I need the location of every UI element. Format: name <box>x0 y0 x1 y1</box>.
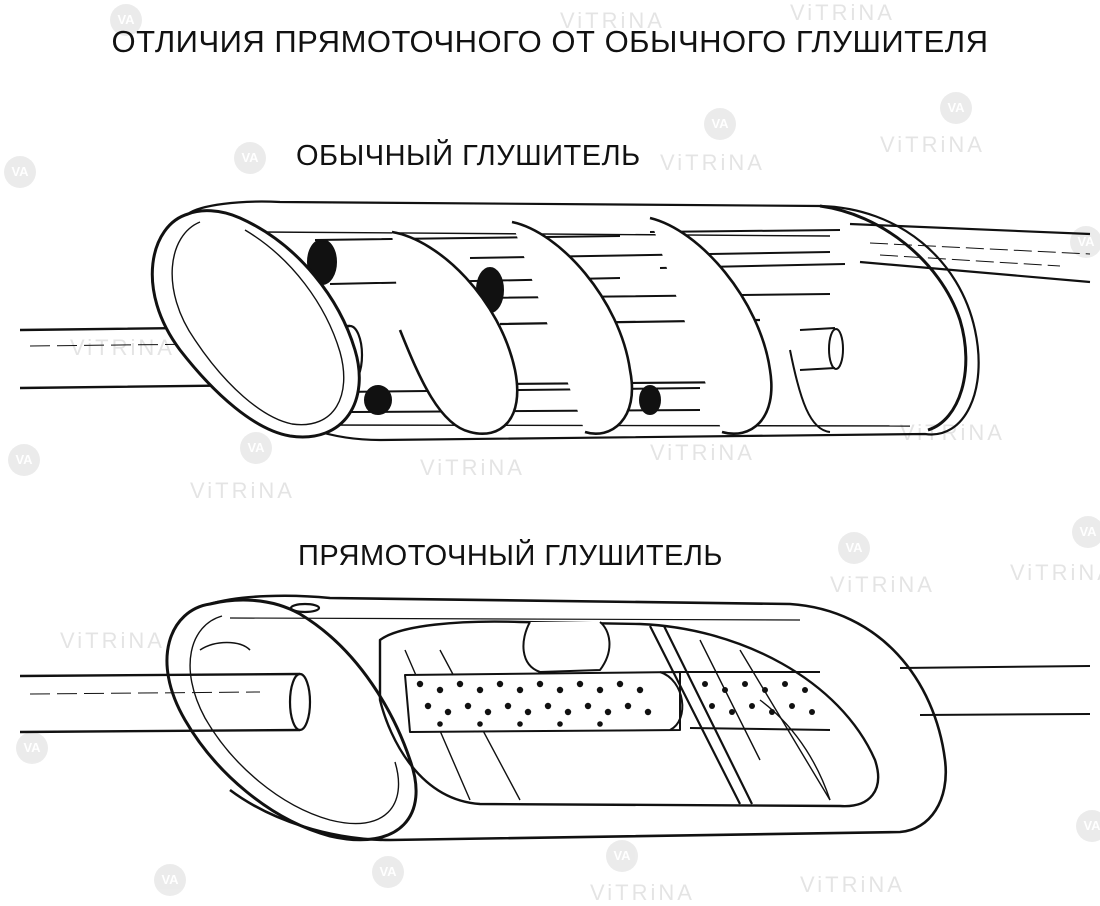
watermark-logo-icon: VA <box>154 864 186 896</box>
watermark-text: ViTRiNA <box>650 440 755 465</box>
watermark-logo-icon: VA <box>838 532 870 564</box>
watermark-logo-icon: VA <box>8 444 40 476</box>
watermark-logo-icon: VA <box>234 142 266 174</box>
watermark-text: ViTRiNA <box>1010 560 1100 585</box>
watermark-logo-icon: VA <box>606 840 638 872</box>
watermark-logo-icon: VA <box>372 856 404 888</box>
watermark-text: ViTRiNA <box>880 132 985 157</box>
watermark-text: ViTRiNA <box>420 455 525 480</box>
watermark-text: ViTRiNA <box>60 628 165 653</box>
watermark-text: ViTRiNA <box>830 572 935 597</box>
shell-outline <box>209 594 948 842</box>
inlet-pipe <box>19 672 312 734</box>
outlet-pipe <box>849 222 1091 284</box>
watermark-logo-icon: VA <box>16 732 48 764</box>
inlet-pipe <box>19 318 761 390</box>
watermark-logo-icon: VA <box>4 156 36 188</box>
watermark-logo-icon: VA <box>1072 516 1100 548</box>
watermark-logo-icon: VA <box>110 4 142 36</box>
straight-through-muffler-drawing <box>19 594 1091 842</box>
watermark-text: ViTRiNA <box>790 0 895 25</box>
inner-tubes <box>307 229 846 415</box>
watermark-logo-icon: VA <box>1070 226 1100 258</box>
conventional-muffler-drawing <box>19 200 1091 442</box>
page-title: ОТЛИЧИЯ ПРЯМОТОЧНОГО ОТ ОБЫЧНОГО ГЛУШИТЕ… <box>111 24 989 59</box>
watermark-text: ViTRiNA <box>660 150 765 175</box>
watermark-text: ViTRiNA <box>70 335 175 360</box>
watermark-logo-icon: VA <box>1076 810 1100 842</box>
watermark-logo-icon: VA <box>704 108 736 140</box>
watermark-logo-icon: VA <box>240 432 272 464</box>
shell-outline <box>187 200 980 442</box>
front-end-cap <box>150 209 361 439</box>
front-end-cap <box>165 598 418 842</box>
section-label-straight-through: ПРЯМОТОЧНЫЙ ГЛУШИТЕЛЬ <box>298 540 723 572</box>
partition-plate <box>649 625 753 805</box>
watermark-logo-icon: VA <box>940 92 972 124</box>
watermark-text: ViTRiNA <box>900 420 1005 445</box>
outlet-pipe <box>899 665 1091 716</box>
section-label-conventional: ОБЫЧНЫЙ ГЛУШИТЕЛЬ <box>296 140 641 172</box>
perforated-tube <box>404 671 831 733</box>
watermark-text: ViTRiNA <box>190 478 295 503</box>
watermark-text: ViTRiNA <box>560 8 665 33</box>
baffle-plates <box>391 216 831 435</box>
watermark-text: ViTRiNA <box>800 872 905 897</box>
